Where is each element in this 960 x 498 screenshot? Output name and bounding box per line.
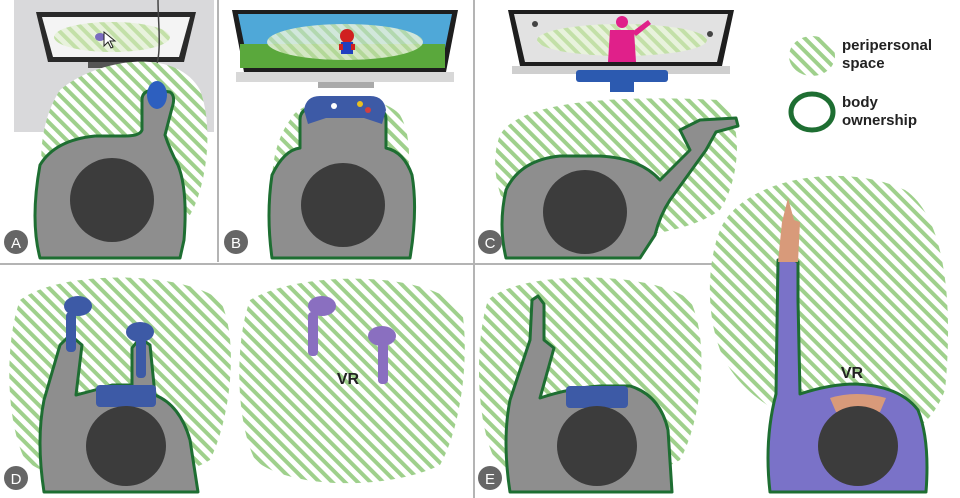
gamepad-button-icon (357, 101, 363, 107)
head-e (557, 406, 637, 486)
legend: peripersonal space body ownership (789, 36, 932, 130)
gamepad-dpad-icon (331, 103, 337, 109)
head-c (543, 170, 627, 254)
panel-c: C (478, 10, 738, 258)
head-b (301, 163, 385, 247)
legend-peripersonal-label-2: space (842, 55, 885, 72)
monitor-b (232, 10, 458, 88)
panel-b-letter: B (231, 235, 241, 252)
gamepad-button-icon (365, 107, 371, 113)
mouse-device (147, 81, 167, 109)
screen-target-icon (532, 21, 538, 27)
legend-ownership-swatch (791, 94, 833, 130)
kinect-sensor (576, 70, 668, 82)
panel-d: VR D (4, 278, 465, 493)
panel-e-letter: E (485, 471, 495, 488)
panel-e-vr-label: VR (841, 365, 864, 382)
panel-d-letter: D (11, 471, 22, 488)
head-d (86, 406, 166, 486)
panel-b: B (224, 10, 458, 258)
screen-target-icon (707, 31, 713, 37)
panel-a: A (4, 0, 214, 258)
legend-ownership-label-2: ownership (842, 112, 917, 129)
legend-peripersonal-swatch (789, 36, 835, 76)
panel-c-letter: C (485, 235, 496, 252)
vr-headset-e (566, 386, 628, 408)
monitor-a (36, 12, 196, 68)
vr-headset-d (96, 385, 156, 407)
legend-peripersonal-label-1: peripersonal (842, 37, 932, 54)
head-e-virtual (818, 406, 898, 486)
panel-d-vr-label: VR (337, 371, 360, 388)
legend-ownership-label-1: body (842, 94, 878, 111)
head-a (70, 158, 154, 242)
panel-a-letter: A (11, 235, 21, 252)
monitor-c (508, 10, 734, 92)
